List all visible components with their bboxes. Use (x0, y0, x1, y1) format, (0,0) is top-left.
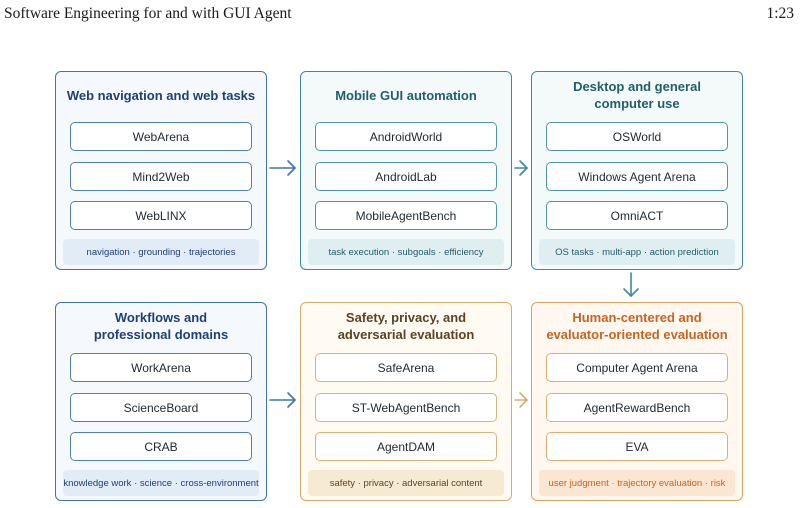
panel-title: Mobile GUI automation (335, 87, 477, 103)
benchmark-item: Computer Agent Arena (546, 353, 728, 382)
arrow-right-icon (514, 392, 528, 408)
tags-bar: task execution · subgoals · efficiency (308, 239, 504, 265)
benchmark-item: ScienceBoard (70, 393, 252, 422)
benchmark-item: AndroidWorld (315, 122, 497, 151)
running-title: Software Engineering for and with GUI Ag… (4, 5, 292, 22)
benchmark-item: Mind2Web (70, 162, 252, 191)
panel-title: Workflows and professional domains (93, 310, 229, 342)
tags-bar: user judgment · trajectory evaluation · … (539, 470, 735, 496)
arrow-right-icon (269, 160, 296, 176)
benchmark-item: MobileAgentBench (315, 201, 497, 230)
panel-mobile-gui: Mobile GUI automation AndroidWorld Andro… (300, 71, 512, 270)
benchmark-item: WorkArena (70, 353, 252, 382)
page-number: 1:23 (766, 5, 794, 22)
tags-bar: knowledge work · science · cross-environ… (63, 470, 259, 496)
panel-workflows: Workflows and professional domains WorkA… (55, 302, 267, 501)
benchmark-item: AndroidLab (315, 162, 497, 191)
benchmark-item: OmniACT (546, 201, 728, 230)
benchmark-item: AgentDAM (315, 432, 497, 461)
arrow-down-icon (623, 272, 639, 297)
panel-safety-privacy: Safety, privacy, and adversarial evaluat… (300, 302, 512, 501)
panel-human-centered: Human-centered and evaluator-oriented ev… (531, 302, 743, 501)
benchmark-item: AgentRewardBench (546, 393, 728, 422)
tags-bar: navigation · grounding · trajectories (63, 239, 259, 265)
benchmark-item: WebLINX (70, 201, 252, 230)
panel-web-navigation: Web navigation and web tasks WebArena Mi… (55, 71, 267, 270)
panel-title: Safety, privacy, and adversarial evaluat… (337, 310, 475, 342)
panel-desktop-computer-use: Desktop and general computer use OSWorld… (531, 71, 743, 270)
benchmark-item: ST-WebAgentBench (315, 393, 497, 422)
panel-title: Desktop and general computer use (573, 79, 701, 111)
arrow-right-icon (514, 160, 528, 176)
benchmark-item: OSWorld (546, 122, 728, 151)
tags-bar: OS tasks · multi-app · action prediction (539, 239, 735, 265)
benchmark-item: CRAB (70, 432, 252, 461)
benchmark-item: EVA (546, 432, 728, 461)
panel-title: Human-centered and evaluator-oriented ev… (546, 310, 728, 342)
tags-bar: safety · privacy · adversarial content (308, 470, 504, 496)
arrow-right-icon (269, 392, 296, 408)
panel-title: Web navigation and web tasks (66, 87, 256, 103)
benchmark-item: SafeArena (315, 353, 497, 382)
benchmark-item: WebArena (70, 122, 252, 151)
benchmark-item: Windows Agent Arena (546, 162, 728, 191)
page-header: Software Engineering for and with GUI Ag… (0, 0, 800, 40)
